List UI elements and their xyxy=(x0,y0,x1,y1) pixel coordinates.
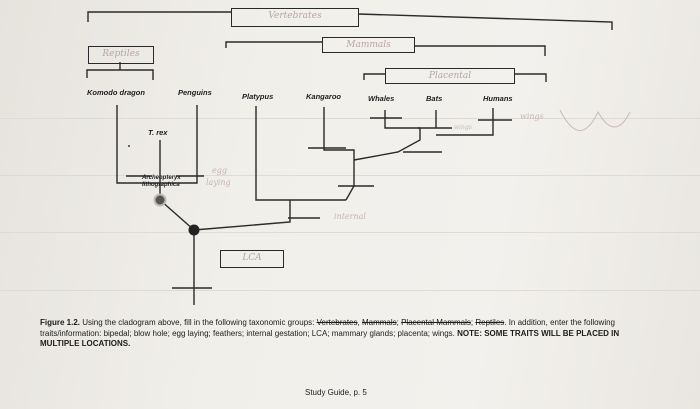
pencil-laying: laying xyxy=(206,178,231,187)
bracket-placental-left xyxy=(363,73,385,80)
branch-whales-bats-stem xyxy=(353,128,421,161)
handwritten-lca: LCA xyxy=(242,253,262,263)
pencil-wing-sketch xyxy=(559,109,631,131)
taxon-archaeopteryx: Archeopteryx xyxy=(142,175,181,181)
caption-sep: , xyxy=(357,318,362,327)
paper-rule xyxy=(0,290,700,291)
handwritten-placental: Placental xyxy=(428,71,472,81)
taxon-komodo-dragon: Komodo dragon xyxy=(87,88,145,97)
caption-mammals: Mammals xyxy=(361,318,397,327)
branch-reptile-stem xyxy=(159,199,195,231)
branch-platypus xyxy=(255,106,346,201)
bracket-vertebrates-right xyxy=(357,13,613,30)
page-footer: Study Guide, p. 5 xyxy=(305,388,367,397)
bracket-reptiles xyxy=(86,69,154,80)
caption-text-b: . In addition, enter the following trait… xyxy=(40,318,616,338)
caption-vertebrates: Vertebrates xyxy=(316,318,358,327)
caption-text-a: Using the cladogram above, fill in the f… xyxy=(80,318,317,327)
taxon-whales: Whales xyxy=(368,94,395,103)
caption-placental: Placental Mammals xyxy=(401,318,471,327)
bracket-vertebrates-left xyxy=(87,11,232,22)
bracket-mammals-left xyxy=(225,41,322,48)
taxon-humans: Humans xyxy=(483,94,513,103)
paper-rule xyxy=(0,118,700,119)
pencil-egg: egg xyxy=(212,166,227,175)
paper-rule xyxy=(0,175,700,176)
handwritten-vertebrates: Vertebrates xyxy=(268,11,322,21)
bracket-placental-right xyxy=(514,73,547,82)
caption-reptiles: Reptiles xyxy=(475,318,505,327)
taxon-penguins: Penguins xyxy=(178,88,212,97)
caption-sep: ; xyxy=(470,318,476,327)
node-archaeopteryx xyxy=(153,193,167,207)
caption-sep: ; xyxy=(396,318,402,327)
taxon-platypus: Platypus xyxy=(242,92,274,101)
answer-box-reptiles[interactable]: Reptiles xyxy=(88,46,154,64)
branch-penguins xyxy=(160,105,198,184)
pencil-wings-bats: wings xyxy=(454,124,472,131)
taxon-archaeopteryx-species: lithographica xyxy=(142,182,180,188)
branch-komodo xyxy=(116,105,160,184)
taxon-bats: Bats xyxy=(426,94,443,103)
answer-box-lca[interactable]: LCA xyxy=(220,250,284,268)
node-lca xyxy=(188,224,200,236)
answer-box-vertebrates[interactable]: Vertebrates xyxy=(231,8,359,27)
caption-note: NOTE: SOME TRAITS WILL BE PLACED IN MULT… xyxy=(40,328,620,349)
handwritten-reptiles: Reptiles xyxy=(102,49,140,59)
bracket-mammals-right xyxy=(414,45,546,56)
paper-rule xyxy=(0,232,700,233)
handwritten-mammals: Mammals xyxy=(346,40,391,50)
figure-caption: Figure 1.2. Using the cladogram above, f… xyxy=(40,318,640,350)
branch-whales xyxy=(384,110,420,129)
branch-kangaroo xyxy=(323,107,355,201)
taxon-trex: T. rex xyxy=(148,128,168,137)
branch-humans xyxy=(436,108,494,136)
taxon-kangaroo: Kangaroo xyxy=(306,92,342,101)
pencil-wings-humans: wings xyxy=(520,112,544,121)
branch-mammal-stem xyxy=(193,200,291,231)
answer-box-mammals[interactable]: Mammals xyxy=(322,37,415,53)
pencil-internal: internal xyxy=(334,212,366,221)
answer-box-placental[interactable]: Placental xyxy=(385,68,515,84)
figure-label: Figure 1.2. xyxy=(40,318,81,327)
